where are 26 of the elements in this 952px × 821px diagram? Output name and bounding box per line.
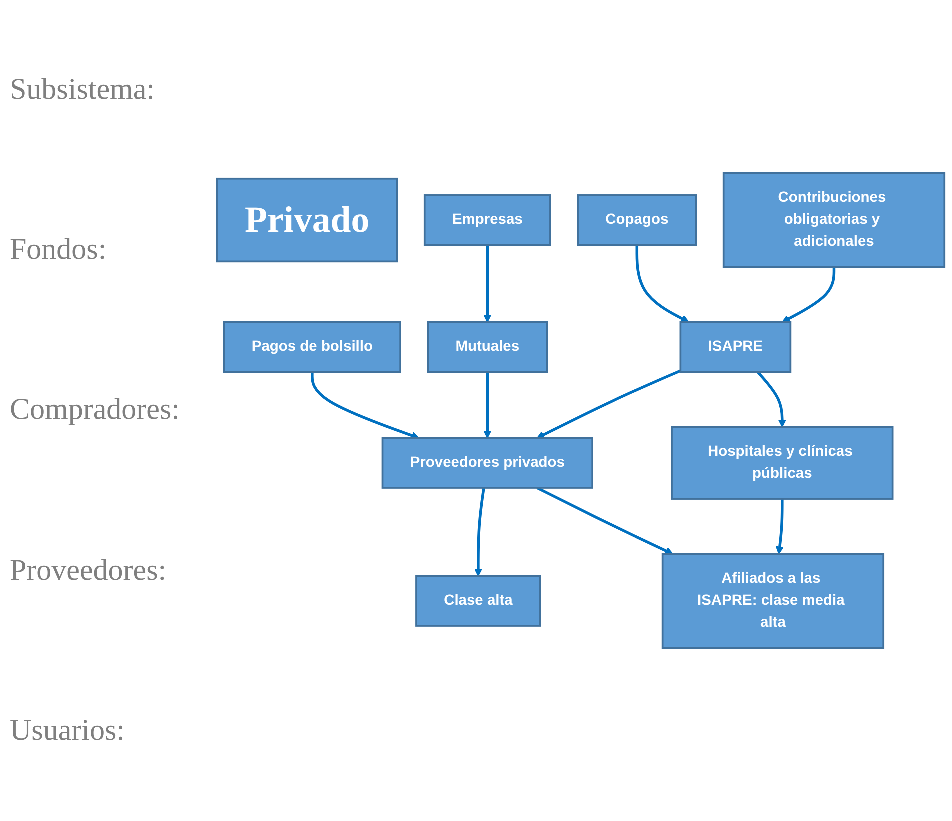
row-label: Compradores: xyxy=(10,393,181,428)
arrow xyxy=(311,372,420,440)
arrow xyxy=(536,370,682,438)
node-box: Hospitales y clínicas públicas xyxy=(671,426,894,500)
arrow xyxy=(756,370,786,428)
row-label: Fondos: xyxy=(10,233,108,268)
row-label: Subsistema: xyxy=(10,73,156,108)
node-box: Proveedores privados xyxy=(382,437,594,489)
row-label: Usuarios: xyxy=(10,714,126,748)
node-box: Empresas xyxy=(424,194,552,246)
arrow xyxy=(536,486,674,555)
arrow xyxy=(636,244,690,323)
node-box: Afiliados a las ISAPRE: clase media alta xyxy=(662,553,885,649)
arrow xyxy=(474,488,486,576)
arrow xyxy=(484,244,492,323)
node-box: Privado xyxy=(216,178,398,262)
node-box: ISAPRE xyxy=(680,321,792,373)
arrow xyxy=(776,498,784,554)
node-box: Mutuales xyxy=(427,321,548,373)
arrow xyxy=(782,266,836,323)
arrow xyxy=(484,372,492,438)
node-box: Clase alta xyxy=(416,575,542,627)
node-box: Copagos xyxy=(577,194,698,246)
node-box: Pagos de bolsillo xyxy=(223,321,402,373)
node-box: Contribuciones obligatorias y adicionales xyxy=(722,172,946,268)
row-label: Proveedores: xyxy=(10,554,168,588)
